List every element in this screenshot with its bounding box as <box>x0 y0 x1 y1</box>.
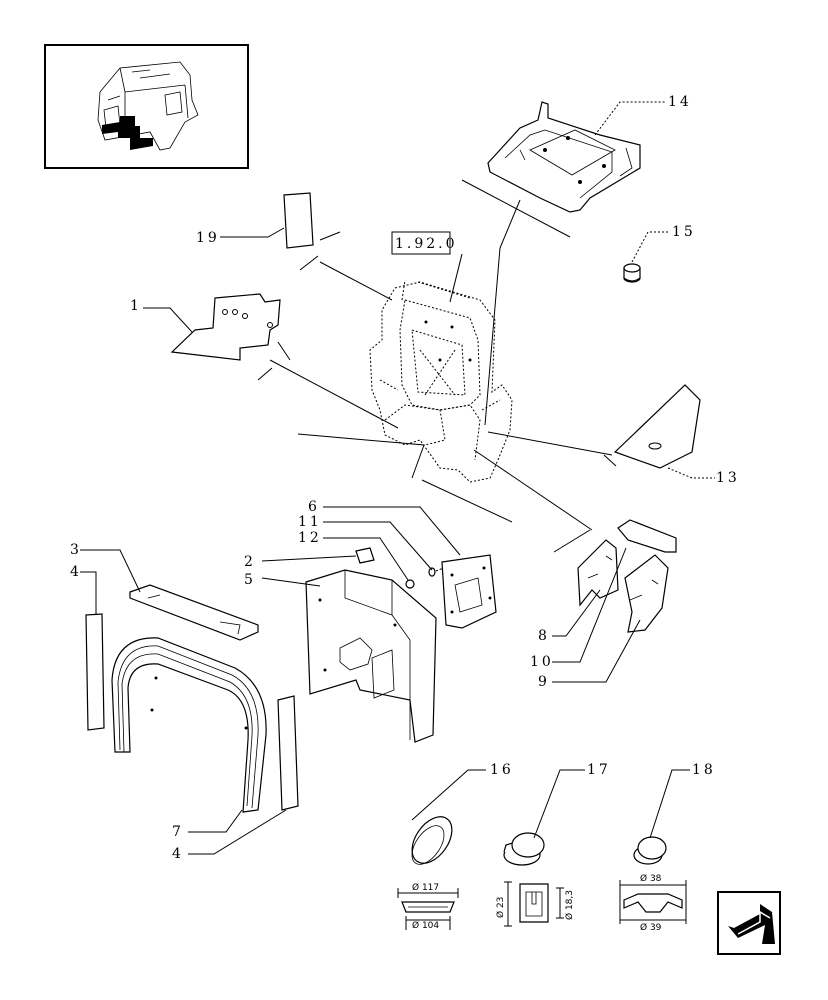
dim-17-height: Ø 23 <box>495 897 506 918</box>
strip-part-4-left <box>85 613 105 731</box>
reference-box-label: 1.92.0 <box>395 236 458 252</box>
callout-5: 5 <box>244 572 256 588</box>
tractor-cab-thumbnail-icon[interactable] <box>44 44 249 169</box>
callout-8: 8 <box>538 628 550 644</box>
cap-part-18 <box>633 836 667 865</box>
callout-15: 15 <box>672 224 696 240</box>
tunnel-panel-part-5 <box>305 569 437 743</box>
side-plate-part-13 <box>613 384 701 469</box>
leader-lines <box>80 101 715 855</box>
floor-plate-part-1 <box>170 293 281 361</box>
floor-panel-part-14 <box>487 101 641 213</box>
strip-part-3 <box>129 584 259 641</box>
callout-13: 13 <box>716 470 740 486</box>
callout-1: 1 <box>130 298 142 314</box>
callout-9: 9 <box>538 674 550 690</box>
dim-18-top: Ø 38 <box>640 873 662 884</box>
cab-frame-assembly <box>369 279 513 483</box>
callout-7: 7 <box>172 824 184 840</box>
callout-4-upper: 4 <box>70 564 82 580</box>
mat-part-19 <box>283 192 314 249</box>
dim-18-bottom: Ø 39 <box>640 922 662 933</box>
bracket-part-10 <box>617 519 677 553</box>
callout-18: 18 <box>692 762 716 778</box>
plug-part-15 <box>623 263 641 283</box>
callout-11: 11 <box>298 514 322 530</box>
callout-2: 2 <box>244 554 256 570</box>
cap-part-18-section <box>619 880 687 924</box>
reference-box[interactable] <box>391 231 451 255</box>
arch-seal-part-7 <box>111 637 267 813</box>
clip-part-2 <box>355 547 375 564</box>
dim-16-inner: Ø 104 <box>412 920 439 931</box>
strip-part-4-right <box>277 695 299 811</box>
grommet-part-16 <box>411 816 453 865</box>
callout-12: 12 <box>298 530 322 546</box>
callout-6: 6 <box>308 499 320 515</box>
callout-4-lower: 4 <box>172 846 184 862</box>
plug-part-17 <box>503 832 545 866</box>
callout-16: 16 <box>490 762 514 778</box>
dim-16-outer: Ø 117 <box>412 882 439 893</box>
screw-washer-parts <box>405 566 447 589</box>
plug-part-17-section <box>504 881 564 927</box>
callout-19: 19 <box>196 230 220 246</box>
callout-17: 17 <box>587 762 611 778</box>
bracket-part-9 <box>624 554 669 633</box>
callout-14: 14 <box>668 94 692 110</box>
grommet-part-16-section <box>397 888 459 930</box>
dim-17-inner: Ø 18,3 <box>564 890 575 920</box>
callout-3: 3 <box>70 542 82 558</box>
callout-10: 10 <box>530 654 554 670</box>
bracket-part-8 <box>577 539 619 607</box>
flange-plate-part-6 <box>441 554 497 629</box>
back-arrow-icon[interactable] <box>717 891 781 955</box>
